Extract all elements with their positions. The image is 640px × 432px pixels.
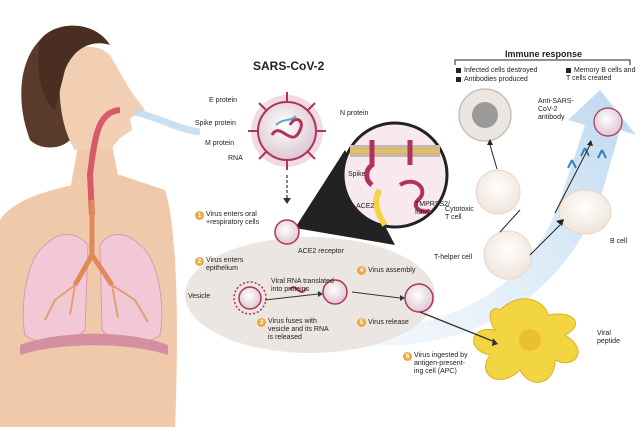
label-rna: RNA: [228, 155, 243, 162]
legend-item-2-text: Antibodies produced: [464, 76, 528, 83]
legend-item-1: Infected cells destroyed: [456, 67, 538, 75]
legend-square-icon: [456, 67, 461, 73]
legend-square-icon: [456, 76, 461, 82]
legend-item-2: Antibodies produced: [456, 76, 528, 84]
sars-cov-2-virion: [248, 92, 326, 170]
viral-rna: [270, 118, 303, 139]
face: [59, 46, 145, 150]
label-spike-protein: Spike protein: [195, 120, 236, 127]
nasal-airway: [86, 107, 121, 216]
label-viral-rna: Viral RNA translated into proteins: [271, 278, 334, 293]
human-figure: [0, 25, 201, 427]
step-1-text: Virus enters oral +respiratory cells: [206, 211, 260, 226]
label-inset-spike: Spike: [348, 171, 366, 178]
trachea: [72, 200, 115, 287]
inset-tmprss2: [398, 179, 432, 214]
antigen-presenting-cell: [419, 298, 579, 383]
t-helper-cell-shape: [483, 230, 533, 280]
spike-proteins: [248, 92, 326, 170]
inset-spike: [364, 140, 375, 188]
step-5-badge: 5: [357, 318, 366, 327]
step-4-badge: 4: [357, 266, 366, 275]
step-5-text: Virus release: [368, 319, 409, 326]
memory-cell-shape: [593, 107, 623, 137]
epithelial-cell: [185, 237, 435, 353]
breath-stream: [134, 108, 201, 136]
cytotoxic-t-cell-shape: [475, 169, 521, 215]
step-2-text: Virus enters epithelium: [206, 257, 244, 272]
step-3-text: Virus fuses with vesicle and its RNA is …: [268, 318, 329, 341]
bronchi: [44, 284, 149, 323]
torso: [0, 175, 177, 427]
legend-item-1-text: Infected cells destroyed: [464, 67, 538, 74]
step-4-text: Virus assembly: [368, 267, 416, 274]
label-tmprss2: TMPRSS2/ furin: [415, 201, 451, 216]
b-cell-shape: [558, 189, 612, 235]
immune-response-title: Immune response: [505, 49, 583, 59]
label-cytotoxic-t-cell: Cytotoxic T cell: [445, 206, 474, 221]
step-6-badge: 6: [403, 352, 412, 361]
label-vesicle: Vesicle: [188, 293, 211, 300]
label-ace2-receptor: ACE2 receptor: [298, 248, 344, 255]
label-e-protein: E protein: [209, 97, 238, 104]
hair-top: [38, 25, 110, 110]
step-1-badge: 1: [195, 211, 204, 220]
label-inset-ace2: ACE2: [356, 203, 375, 210]
legend-item-3: Memory B cells and T cells created: [566, 67, 636, 83]
step-3-badge: 3: [257, 318, 266, 327]
virus-title: SARS-CoV-2: [253, 59, 325, 73]
spike-ace2-inset: [295, 121, 449, 245]
step-6-text: Virus ingested by antigen-present- ing c…: [414, 352, 468, 375]
inset-ace2: [373, 188, 388, 227]
immune-cells: [458, 88, 623, 280]
label-b-cell: B cell: [610, 238, 628, 245]
legend-square-icon: [566, 67, 571, 73]
label-antibody: Anti-SARS- CoV-2 antibody: [538, 98, 574, 121]
legend-item-3-text: Memory B cells and T cells created: [566, 67, 636, 82]
label-viral-peptide: Viral peptide: [597, 330, 620, 345]
rna-squiggle: [289, 286, 307, 293]
label-t-helper-cell: T-helper cell: [434, 254, 473, 261]
step-2-badge: 2: [195, 257, 204, 266]
label-m-protein: M protein: [205, 140, 235, 147]
diaphragm: [20, 333, 168, 355]
label-n-protein: N protein: [340, 110, 369, 117]
